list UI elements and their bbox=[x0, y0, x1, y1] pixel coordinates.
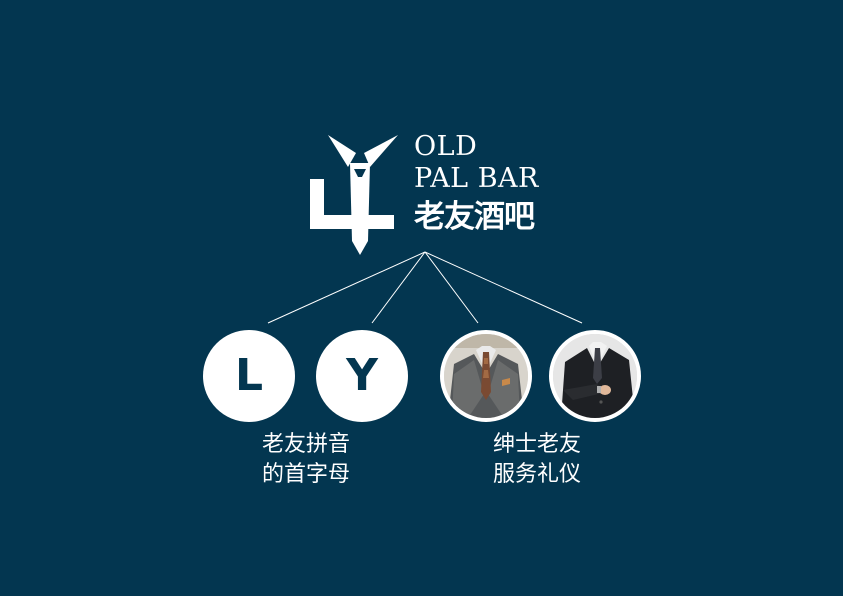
brand-name-english: OLD PAL BAR bbox=[414, 131, 539, 195]
gentleman-suit-photo bbox=[440, 330, 532, 422]
caption-left-line1: 老友拼音 bbox=[261, 432, 350, 457]
letter-y-circle: Y bbox=[316, 330, 408, 422]
black-suit-photo-icon bbox=[553, 334, 637, 418]
letter-l: L bbox=[234, 350, 264, 401]
letter-y: Y bbox=[346, 350, 378, 401]
connector-line-y bbox=[371, 251, 426, 324]
caption-pinyin-initials: 老友拼音 的首字母 bbox=[236, 430, 376, 490]
gentleman-suit-photo-icon bbox=[444, 334, 528, 418]
brand-name-en-line2: PAL BAR bbox=[414, 163, 539, 194]
connector-line-l bbox=[267, 251, 426, 324]
black-suit-photo bbox=[549, 330, 641, 422]
letter-l-circle: L bbox=[203, 330, 295, 422]
caption-gentleman-etiquette: 绅士老友 服务礼仪 bbox=[467, 430, 607, 490]
connector-line-photo-2 bbox=[424, 251, 583, 324]
tie-number-four-logo-icon bbox=[310, 135, 398, 255]
caption-right-line2: 服务礼仪 bbox=[492, 462, 581, 487]
caption-right-line1: 绅士老友 bbox=[492, 432, 581, 457]
brand-name-en-line1: OLD bbox=[414, 131, 478, 162]
caption-left-line2: 的首字母 bbox=[261, 462, 350, 487]
connector-line-photo-1 bbox=[424, 251, 479, 324]
brand-name-chinese: 老友酒吧 bbox=[414, 199, 535, 235]
